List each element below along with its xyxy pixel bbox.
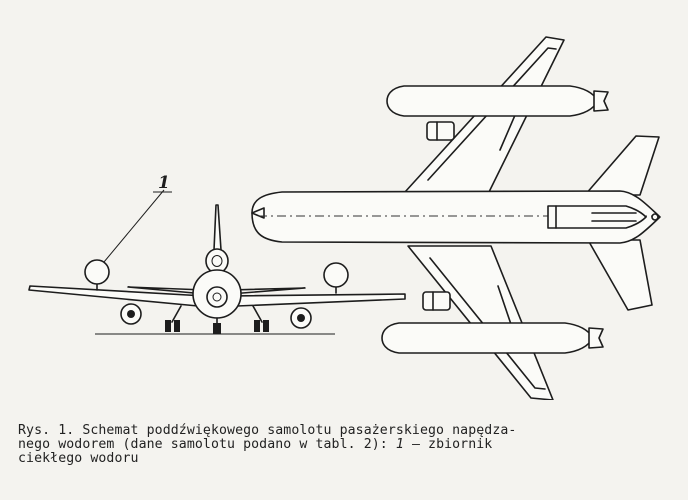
figure-caption: Rys. 1. Schemat poddźwiękowego samolotu … bbox=[18, 424, 673, 466]
right-hydrogen-tank-front bbox=[323, 262, 349, 288]
callout-leader bbox=[103, 189, 165, 263]
top-tail-engine bbox=[547, 205, 647, 229]
caption-reference-number: 1 bbox=[395, 437, 404, 452]
top-upper-engine bbox=[426, 121, 455, 141]
front-view: 1 bbox=[28, 173, 406, 335]
caption-line-2: nego wodorem (dane samolotu podano w tab… bbox=[18, 437, 493, 452]
top-lower-stabilizer bbox=[587, 239, 653, 311]
caption-line-3: ciekłego wodoru bbox=[18, 451, 139, 466]
top-lower-engine bbox=[422, 291, 451, 311]
lower-hydrogen-tank bbox=[381, 322, 594, 354]
left-hydrogen-tank-front bbox=[84, 259, 110, 285]
callout-label: 1 bbox=[158, 173, 170, 193]
top-fuselage bbox=[251, 190, 661, 244]
aircraft-schematic: 1 bbox=[28, 36, 661, 400]
front-right-wing bbox=[229, 293, 406, 307]
caption-line-1: Rys. 1. Schemat poddźwiękowego samolotu … bbox=[18, 423, 517, 438]
front-nose bbox=[206, 286, 228, 308]
upper-hydrogen-tank bbox=[386, 85, 599, 117]
top-upper-stabilizer bbox=[584, 135, 660, 196]
front-tail-fin bbox=[213, 204, 222, 251]
front-landing-gear bbox=[165, 305, 269, 334]
top-view bbox=[251, 36, 661, 400]
